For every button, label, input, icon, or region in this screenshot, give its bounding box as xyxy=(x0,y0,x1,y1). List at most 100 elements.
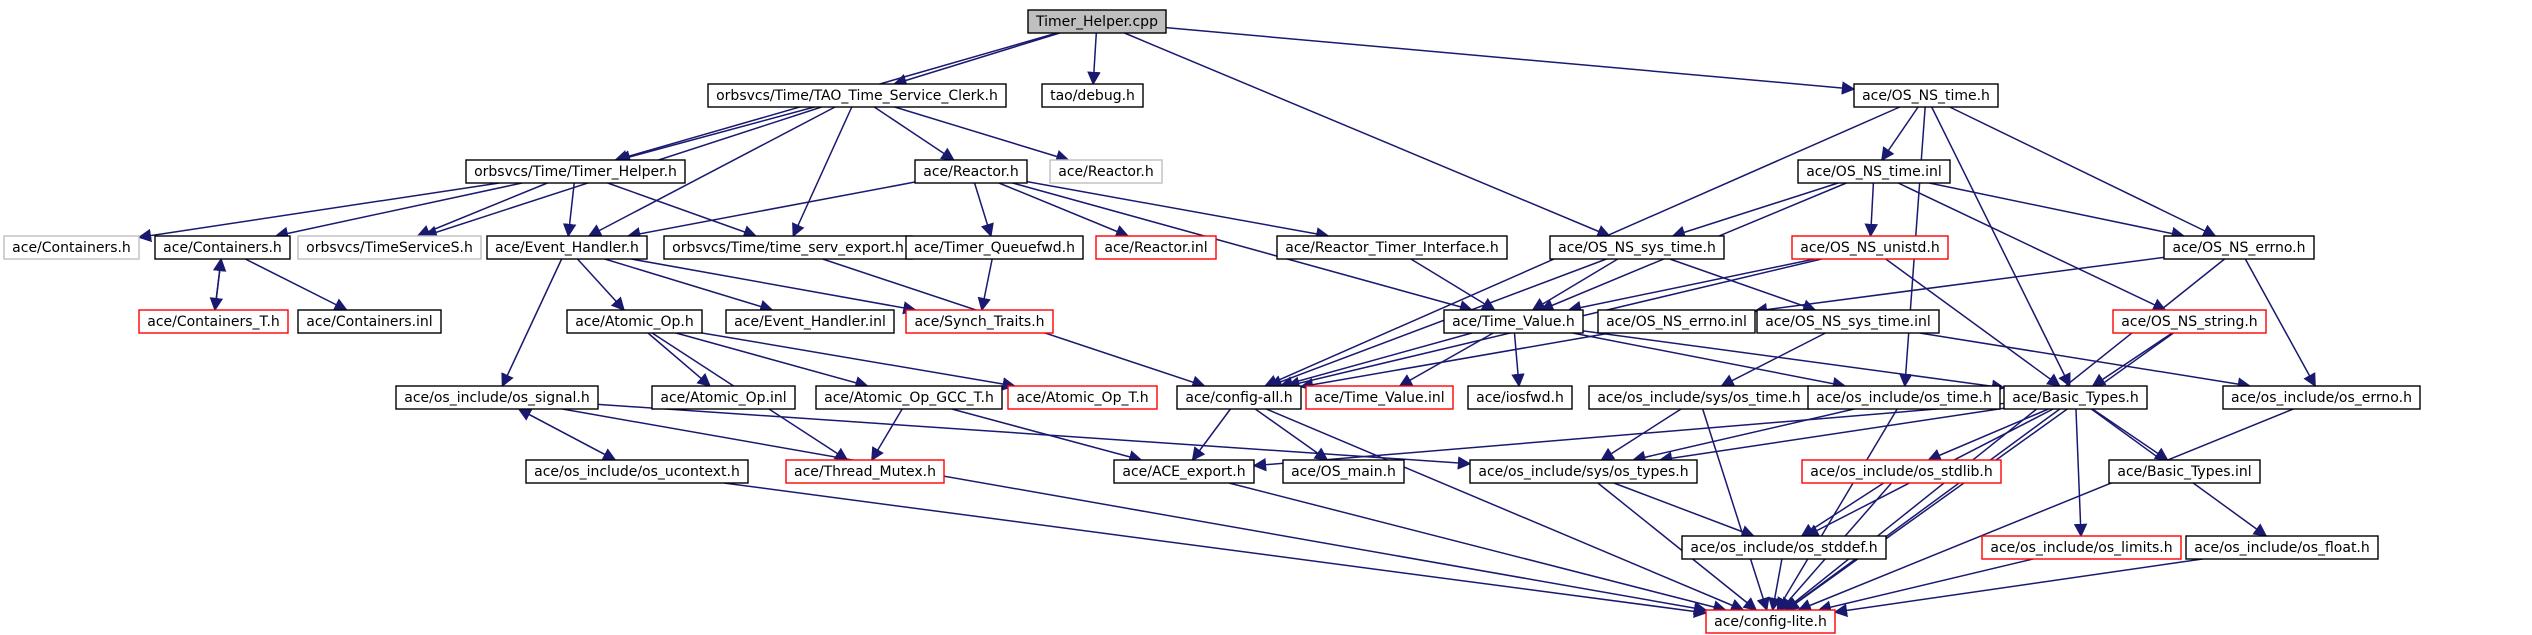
node-box-basic_types_h xyxy=(2003,385,2148,410)
node-label-event_handler_inl: ace/Event_Handler.inl xyxy=(734,314,886,330)
node-box-atomic_op_gcc_t_h xyxy=(815,385,1003,410)
node-os_stdlib_h[interactable]: ace/os_include/os_stdlib.h xyxy=(1801,459,2002,484)
node-os_errno_h[interactable]: ace/os_include/os_errno.h xyxy=(2222,385,2421,410)
node-os_ns_time_inl[interactable]: ace/OS_NS_time.inl xyxy=(1797,159,1951,184)
node-event_handler_h[interactable]: ace/Event_Handler.h xyxy=(486,235,648,260)
node-box-timer_queuefwd xyxy=(905,235,1084,260)
node-layer: Timer_Helper.cpp orbsvcs/Time/TAO_Time_Se… xyxy=(3,9,2421,634)
node-label-os_errno_h: ace/os_include/os_errno.h xyxy=(2231,390,2412,406)
node-os_stddef_h[interactable]: ace/os_include/os_stddef.h xyxy=(1681,535,1887,560)
node-ace_export_h[interactable]: ace/ACE_export.h xyxy=(1113,459,1255,484)
node-box-os_ns_time_h xyxy=(1853,83,1999,108)
node-os_limits_h[interactable]: ace/os_include/os_limits.h xyxy=(1981,535,2182,560)
edge-os_stdlib_h-to-os_stddef_h xyxy=(1800,482,1885,537)
node-label-time_serv_export: orbsvcs/Time/time_serv_export.h xyxy=(672,240,904,256)
edge-sys_os_time_h-to-config_lite_h xyxy=(1701,408,1770,612)
node-time_serv_export[interactable]: orbsvcs/Time/time_serv_export.h xyxy=(663,235,913,260)
edge-os_signal_h-to-sys_os_types_h xyxy=(597,403,1472,470)
node-event_handler_inl[interactable]: ace/Event_Handler.inl xyxy=(725,309,895,334)
node-timer_helper_h[interactable]: orbsvcs/Time/Timer_Helper.h xyxy=(465,159,686,184)
node-box-atomic_op_h xyxy=(566,309,703,334)
node-label-os_ns_time_h: ace/OS_NS_time.h xyxy=(1862,88,1990,104)
node-containers_inl[interactable]: ace/Containers.inl xyxy=(297,309,442,334)
node-label-containers_inl: ace/Containers.inl xyxy=(306,314,432,330)
node-os_ucontext_h[interactable]: ace/os_include/os_ucontext.h xyxy=(525,459,749,484)
node-containers_h_gray[interactable]: ace/Containers.h xyxy=(3,235,140,260)
node-box-sys_os_types_h xyxy=(1469,459,1698,484)
edge-atomic_op_h-to-atomic_op_gcc_t_h xyxy=(675,332,869,390)
node-os_ns_time_h[interactable]: ace/OS_NS_time.h xyxy=(1853,83,1999,108)
edge-atomic_op_gcc_t_h-to-thread_mutex_h xyxy=(871,408,903,462)
node-reactor_h_gray[interactable]: ace/Reactor.h xyxy=(1049,159,1163,184)
node-os_ns_errno_inl[interactable]: ace/OS_NS_errno.inl xyxy=(1597,309,1756,334)
node-os_time_h[interactable]: ace/os_include/os_time.h xyxy=(1807,385,2001,410)
edge-basic_types_h-to-sys_os_types_h xyxy=(1658,407,2005,465)
edge-sys_os_time_h-to-sys_os_types_h xyxy=(1600,408,1682,461)
node-reactor_timer_interface[interactable]: ace/Reactor_Timer_Interface.h xyxy=(1276,235,1508,260)
node-label-config_lite_h: ace/config-lite.h xyxy=(1714,614,1827,630)
node-box-atomic_op_inl xyxy=(651,385,796,410)
node-box-os_ns_sys_time_h xyxy=(1549,235,1725,260)
node-time_value_inl[interactable]: ace/Time_Value.inl xyxy=(1305,385,1454,410)
edge-os_ns_unistd_h-to-time_value_h xyxy=(1567,258,1815,315)
node-os_ns_string_h[interactable]: ace/OS_NS_string.h xyxy=(2112,309,2267,334)
node-os_signal_h[interactable]: ace/os_include/os_signal.h xyxy=(395,385,599,410)
node-timer_helper_cpp[interactable]: Timer_Helper.cpp xyxy=(1027,9,1167,34)
node-label-sys_os_types_h: ace/os_include/sys/os_types.h xyxy=(1478,464,1688,480)
edge-timer_helper_h-to-timeservices xyxy=(416,182,548,238)
edge-os_ns_errno_h-to-os_errno_h xyxy=(2244,258,2316,388)
edge-os_errno_h-to-config_lite_h xyxy=(1797,408,2294,612)
node-basic_types_inl[interactable]: ace/Basic_Types.inl xyxy=(2108,459,2261,484)
node-basic_types_h[interactable]: ace/Basic_Types.h xyxy=(2003,385,2148,410)
edge-sys_os_types_h-to-config_lite_h xyxy=(1597,482,1758,611)
node-label-os_stdlib_h: ace/os_include/os_stdlib.h xyxy=(1810,464,1992,480)
node-sys_os_time_h[interactable]: ace/os_include/sys/os_time.h xyxy=(1588,385,1810,410)
node-os_ns_unistd_h[interactable]: ace/OS_NS_unistd.h xyxy=(1791,235,1949,260)
node-os_ns_sys_time_h[interactable]: ace/OS_NS_sys_time.h xyxy=(1549,235,1725,260)
node-os_float_h[interactable]: ace/os_include/os_float.h xyxy=(2185,535,2379,560)
node-box-os_float_h xyxy=(2185,535,2379,560)
node-timer_queuefwd[interactable]: ace/Timer_Queuefwd.h xyxy=(905,235,1084,260)
node-synch_traits[interactable]: ace/Synch_Traits.h xyxy=(905,309,1054,334)
edge-config_all_h-to-os_main_h xyxy=(1254,408,1329,461)
edge-atomic_op_h-to-atomic_op_inl xyxy=(647,332,712,387)
node-reactor_inl[interactable]: ace/Reactor.inl xyxy=(1095,235,1217,260)
node-iosfwd_h[interactable]: ace/iosfwd.h xyxy=(1467,385,1573,410)
edge-tao_time_service_clerk-to-timer_helper_h xyxy=(616,106,815,164)
node-label-tao_debug: tao/debug.h xyxy=(1050,88,1135,104)
node-label-tao_time_service_clerk: orbsvcs/Time/TAO_Time_Service_Clerk.h xyxy=(716,88,998,104)
node-timeservices[interactable]: orbsvcs/TimeServiceS.h xyxy=(297,235,482,260)
node-os_ns_errno_h[interactable]: ace/OS_NS_errno.h xyxy=(2163,235,2315,260)
node-os_ns_sys_time_inl[interactable]: ace/OS_NS_sys_time.inl xyxy=(1756,309,1940,334)
edge-atomic_op_gcc_t_h-to-ace_export_h xyxy=(951,408,1143,464)
node-reactor_h[interactable]: ace/Reactor.h xyxy=(914,159,1028,184)
node-tao_debug[interactable]: tao/debug.h xyxy=(1041,83,1144,108)
node-containers_t_h[interactable]: ace/Containers_T.h xyxy=(138,309,289,334)
edge-os_ns_time_inl-to-os_ns_errno_h xyxy=(1929,182,2186,241)
node-box-tao_time_service_clerk xyxy=(707,83,1007,108)
node-label-timer_queuefwd: ace/Timer_Queuefwd.h xyxy=(914,240,1075,256)
node-atomic_op_h[interactable]: ace/Atomic_Op.h xyxy=(566,309,703,334)
node-os_main_h[interactable]: ace/OS_main.h xyxy=(1282,459,1405,484)
node-sys_os_types_h[interactable]: ace/os_include/sys/os_types.h xyxy=(1469,459,1698,484)
edge-reactor_timer_interface-to-time_value_h xyxy=(1410,258,1496,311)
edge-timer_helper_cpp-to-tao_time_service_clerk xyxy=(893,32,1060,87)
edge-os_ucontext_h-to-config_lite_h xyxy=(723,482,1708,619)
node-box-iosfwd_h xyxy=(1467,385,1573,410)
node-containers_h[interactable]: ace/Containers.h xyxy=(154,235,291,260)
edge-basic_types_h-to-config_lite_h xyxy=(1785,408,2061,611)
node-thread_mutex_h[interactable]: ace/Thread_Mutex.h xyxy=(785,459,945,484)
edge-basic_types_h-to-os_stdlib_h xyxy=(1927,408,2049,462)
node-tao_time_service_clerk[interactable]: orbsvcs/Time/TAO_Time_Service_Clerk.h xyxy=(707,83,1007,108)
node-atomic_op_t_h[interactable]: ace/Atomic_Op_T.h xyxy=(1007,385,1158,410)
node-atomic_op_gcc_t_h[interactable]: ace/Atomic_Op_GCC_T.h xyxy=(815,385,1003,410)
edge-time_value_h-to-time_value_inl xyxy=(1398,332,1494,387)
node-config_lite_h[interactable]: ace/config-lite.h xyxy=(1705,609,1836,634)
edge-os_float_h-to-config_lite_h xyxy=(1833,558,2203,618)
node-box-os_limits_h xyxy=(1981,535,2182,560)
node-box-synch_traits xyxy=(905,309,1054,334)
node-label-os_stddef_h: ace/os_include/os_stddef.h xyxy=(1690,540,1877,556)
node-atomic_op_inl[interactable]: ace/Atomic_Op.inl xyxy=(651,385,796,410)
node-config_all_h[interactable]: ace/config-all.h xyxy=(1176,385,1302,410)
node-time_value_h[interactable]: ace/Time_Value.h xyxy=(1443,309,1584,334)
